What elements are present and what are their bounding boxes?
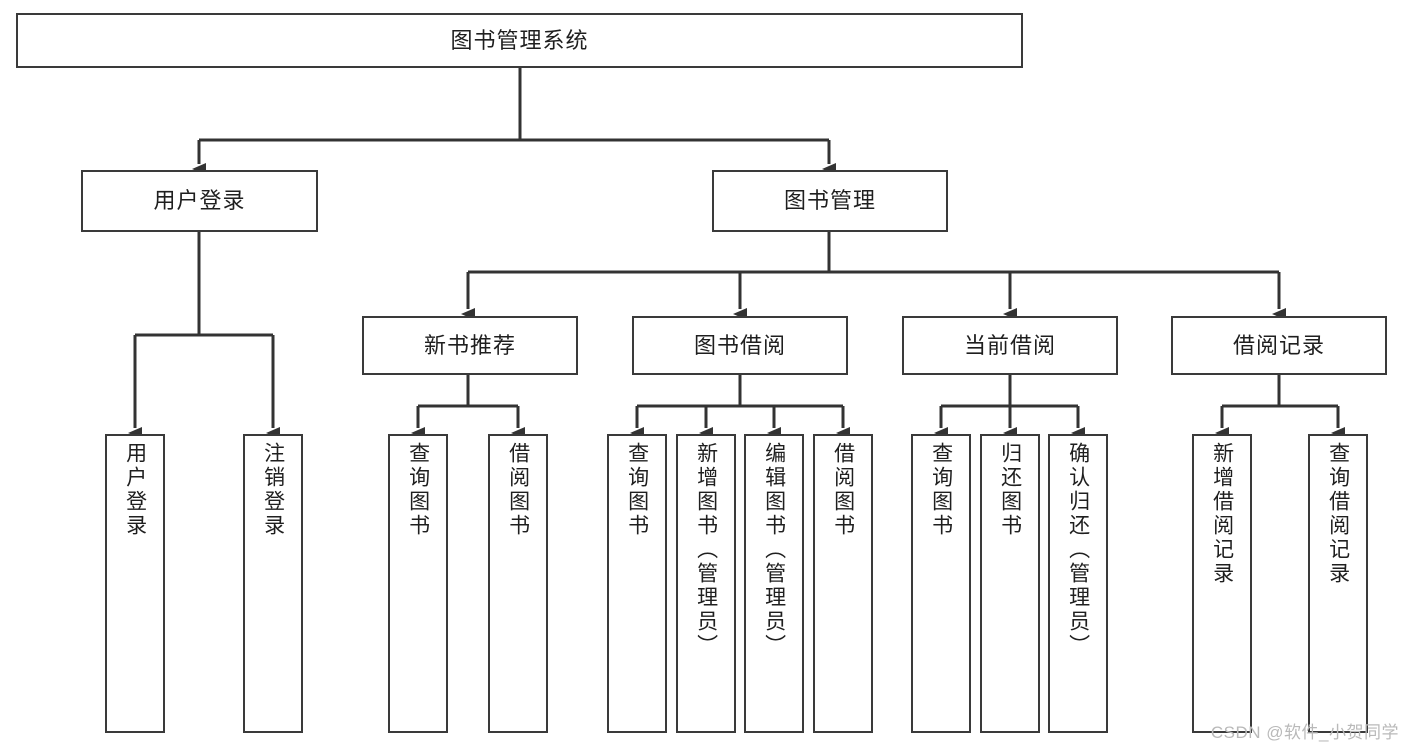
node-label: 查询图书 xyxy=(625,442,649,538)
node-new-book-recommend[interactable]: 新书推荐 xyxy=(362,316,578,375)
node-leaf-user-login[interactable]: 用户登录 xyxy=(105,434,165,733)
node-label: 图书管理 xyxy=(783,188,876,214)
node-current-borrow[interactable]: 当前借阅 xyxy=(902,316,1118,375)
watermark-text: CSDN @软件_小贺同学 xyxy=(1210,723,1399,742)
node-label: 新增图书（管理员） xyxy=(694,442,718,658)
node-leaf-query-borrow-record[interactable]: 查询借阅记录 xyxy=(1308,434,1368,733)
node-label: 新增借阅记录 xyxy=(1210,442,1234,586)
node-label: 查询图书 xyxy=(406,442,430,538)
node-leaf-confirm-return-admin[interactable]: 确认归还（管理员） xyxy=(1048,434,1108,733)
node-leaf-logout[interactable]: 注销登录 xyxy=(243,434,303,733)
node-label: 用户登录 xyxy=(123,442,147,538)
node-leaf-borrow-book[interactable]: 借阅图书 xyxy=(813,434,873,733)
node-leaf-borrow-book-recommend[interactable]: 借阅图书 xyxy=(488,434,548,733)
node-label: 注销登录 xyxy=(261,442,285,538)
node-label: 借阅图书 xyxy=(506,442,530,538)
node-book-management[interactable]: 图书管理 xyxy=(712,170,948,232)
node-book-borrow[interactable]: 图书借阅 xyxy=(632,316,848,375)
node-leaf-return-book[interactable]: 归还图书 xyxy=(980,434,1040,733)
node-leaf-query-book-recommend[interactable]: 查询图书 xyxy=(388,434,448,733)
node-label: 新书推荐 xyxy=(423,332,516,358)
node-label: 查询图书 xyxy=(929,442,953,538)
node-label: 借阅图书 xyxy=(831,442,855,538)
node-root-book-management-system[interactable]: 图书管理系统 xyxy=(16,13,1023,68)
node-borrow-record[interactable]: 借阅记录 xyxy=(1171,316,1387,375)
node-label: 确认归还（管理员） xyxy=(1066,442,1090,658)
node-label: 用户登录 xyxy=(153,188,246,214)
node-label: 图书借阅 xyxy=(693,332,786,358)
node-label: 当前借阅 xyxy=(963,332,1056,358)
node-label: 图书管理系统 xyxy=(450,27,589,53)
node-label: 编辑图书（管理员） xyxy=(762,442,786,658)
node-label: 借阅记录 xyxy=(1232,332,1325,358)
node-leaf-edit-book-admin[interactable]: 编辑图书（管理员） xyxy=(744,434,804,733)
node-leaf-query-book-current[interactable]: 查询图书 xyxy=(911,434,971,733)
node-leaf-query-book-borrow[interactable]: 查询图书 xyxy=(607,434,667,733)
node-leaf-add-book-admin[interactable]: 新增图书（管理员） xyxy=(676,434,736,733)
node-leaf-add-borrow-record[interactable]: 新增借阅记录 xyxy=(1192,434,1252,733)
node-label: 查询借阅记录 xyxy=(1326,442,1350,586)
node-user-login[interactable]: 用户登录 xyxy=(81,170,318,232)
node-label: 归还图书 xyxy=(998,442,1022,538)
